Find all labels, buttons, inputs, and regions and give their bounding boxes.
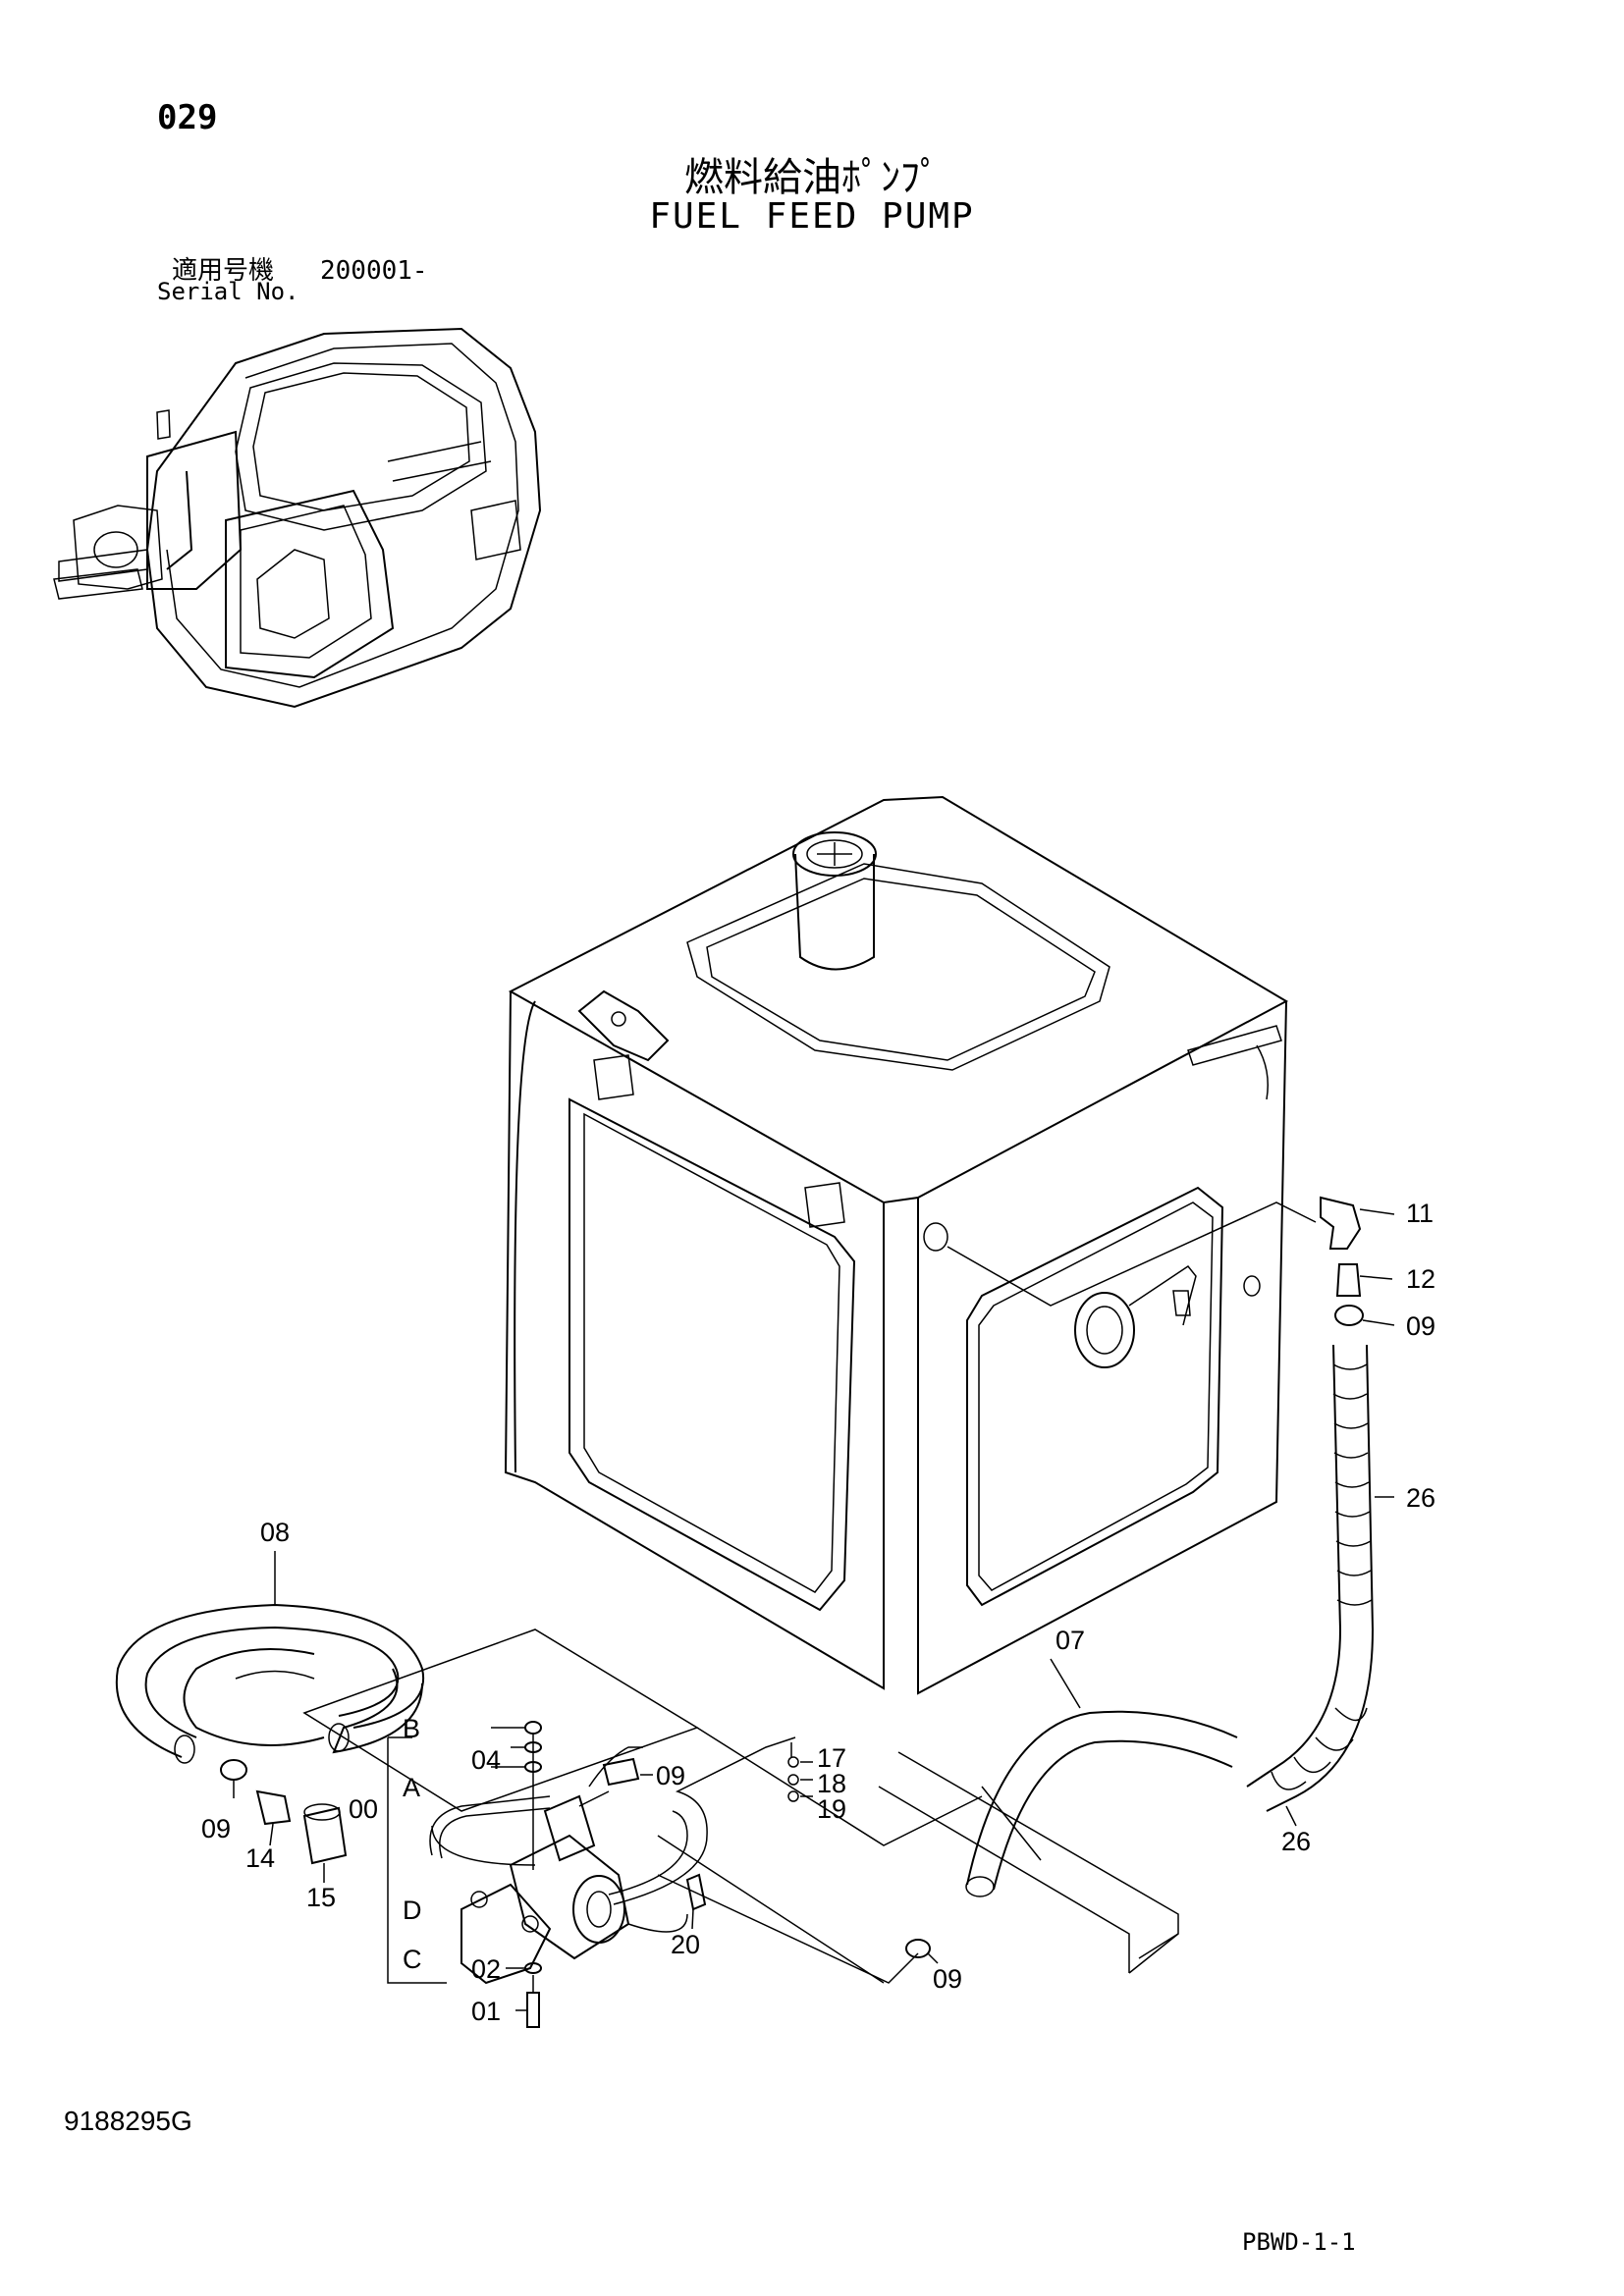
callout-14: 14 — [245, 1843, 275, 1873]
callout-18: 18 — [817, 1769, 846, 1798]
serial-value: 200001- — [319, 256, 428, 286]
serial-line-japanese: 適用号機 200001- — [172, 250, 428, 287]
serial-label-jp: 適用号機 — [172, 256, 275, 286]
callout-09-pump: 09 — [656, 1761, 685, 1790]
return-line-parts — [1246, 1196, 1395, 1827]
callout-02: 02 — [471, 1954, 501, 1984]
callout-15: 15 — [306, 1883, 336, 1912]
callout-B: B — [403, 1714, 420, 1743]
sheet-code: PBWD-1-1 — [1242, 2228, 1356, 2256]
document-code: 9188295G — [64, 2106, 192, 2136]
callout-17: 17 — [817, 1743, 846, 1773]
callout-12: 12 — [1406, 1264, 1435, 1294]
page-number: 029 — [157, 98, 218, 137]
title-english: FUEL FEED PUMP — [649, 196, 975, 237]
callout-01: 01 — [471, 1997, 501, 2026]
serial-label-english: Serial No. — [157, 278, 299, 305]
title-japanese: 燃料給油ﾎﾟﾝﾌﾟ — [684, 155, 940, 200]
callout-11: 11 — [1406, 1199, 1434, 1228]
callout-D: D — [403, 1896, 422, 1925]
left-fittings — [220, 1759, 348, 1883]
callout-09-left: 09 — [201, 1814, 231, 1843]
fuel-tank — [504, 795, 1317, 1695]
hardware-column — [491, 1721, 939, 2028]
callout-20: 20 — [671, 1930, 700, 1959]
hose-corrugations — [1271, 1363, 1373, 1790]
callout-08: 08 — [260, 1518, 290, 1547]
callout-09-upper: 09 — [1406, 1311, 1435, 1341]
callout-26-upper: 26 — [1406, 1483, 1435, 1513]
feed-hose-07 — [878, 1658, 1238, 1974]
callout-07: 07 — [1056, 1626, 1085, 1655]
fuel-pump-assembly — [302, 1629, 983, 1985]
callout-A: A — [403, 1773, 420, 1802]
callout-00: 00 — [349, 1794, 378, 1824]
excavator-thumbnail — [53, 327, 542, 709]
callout-04: 04 — [471, 1745, 501, 1775]
callout-C: C — [403, 1945, 422, 1974]
callout-26-lower: 26 — [1281, 1827, 1311, 1856]
callout-09-lower: 09 — [933, 1964, 962, 1994]
coiled-hose-08 — [115, 1551, 425, 1764]
callout-19: 19 — [817, 1794, 846, 1824]
